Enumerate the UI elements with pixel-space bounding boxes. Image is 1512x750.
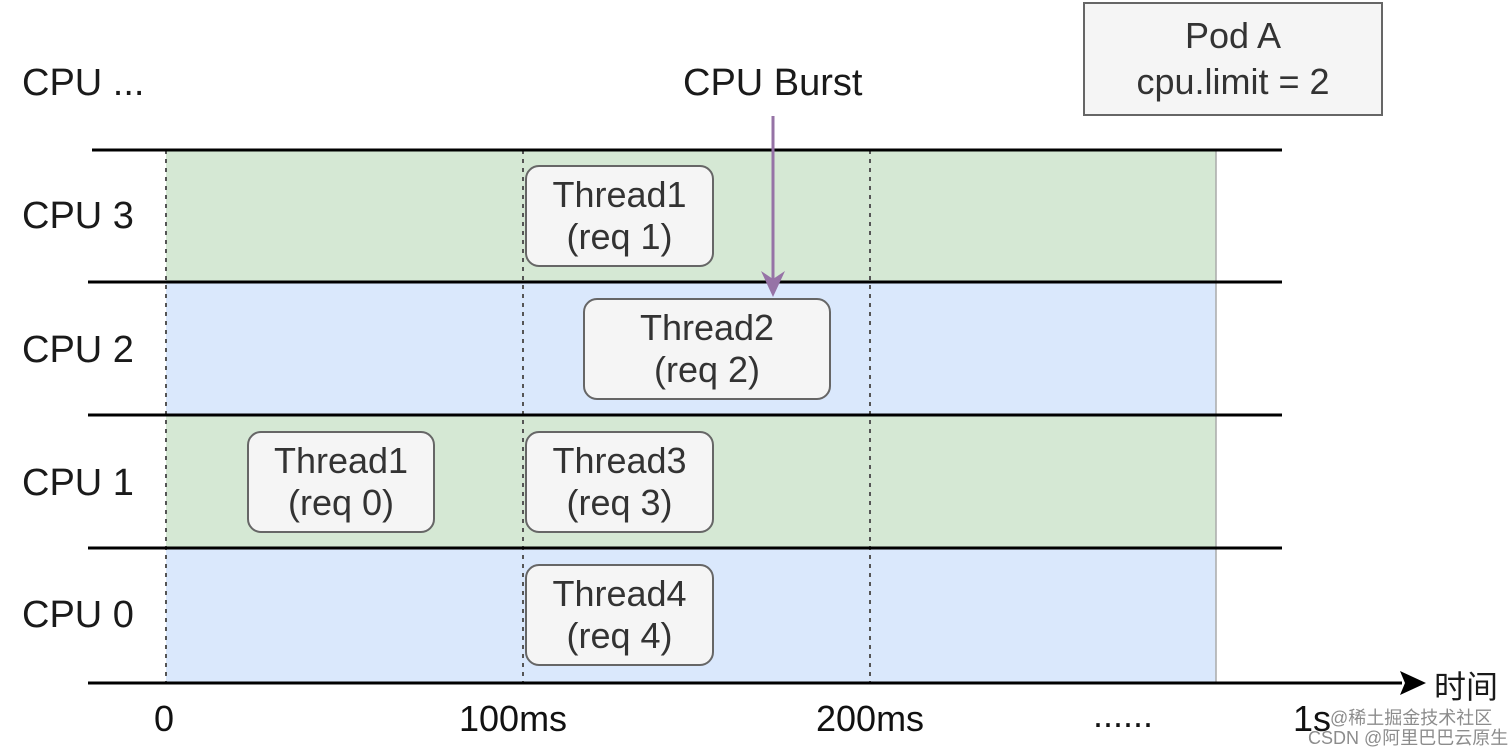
thread-box: Thread3 (req 3) [525,431,714,533]
tick-label: ...... [1093,694,1154,735]
cpu-more-label: CPU ... [22,62,145,104]
row-label-cpu0: CPU 0 [22,594,134,636]
tick-label: 0 [154,698,175,739]
thread-box: Thread2 (req 2) [583,298,831,400]
tick-label: 200ms [816,698,925,739]
watermark-csdn: CSDN @阿里巴巴云原生 [1308,728,1509,748]
thread-box: Thread1 (req 0) [247,431,435,533]
thread-req: (req 2) [653,349,761,390]
thread-req: (req 0) [287,482,395,523]
time-axis-arrowhead [1400,671,1426,695]
thread-name: Thread4 [552,573,687,614]
thread-req: (req 1) [566,216,673,257]
time-axis-label: 时间 [1434,669,1499,705]
thread-box: Thread1 (req 1) [525,165,714,267]
thread-req: (req 4) [566,615,673,656]
thread-name: Thread1 [273,440,409,481]
row-label-cpu3: CPU 3 [22,195,134,237]
cpu-burst-label: CPU Burst [683,62,863,104]
pod-limit: cpu.limit = 2 [1136,61,1330,102]
tick-label: 100ms [459,698,568,739]
thread-req: (req 3) [566,482,673,523]
row-label-cpu1: CPU 1 [22,462,134,504]
row-label-cpu2: CPU 2 [22,329,134,371]
thread-name: Thread2 [639,307,775,348]
pod-box: Pod A cpu.limit = 2 [1083,2,1383,116]
thread-name: Thread3 [552,440,687,481]
pod-name: Pod A [1184,15,1282,56]
thread-box: Thread4 (req 4) [525,564,714,666]
watermark-juejin: @稀土掘金技术社区 [1330,708,1493,728]
thread-name: Thread1 [552,174,687,215]
burst-arrowhead [761,271,785,297]
tick-label: 1s [1293,698,1332,739]
